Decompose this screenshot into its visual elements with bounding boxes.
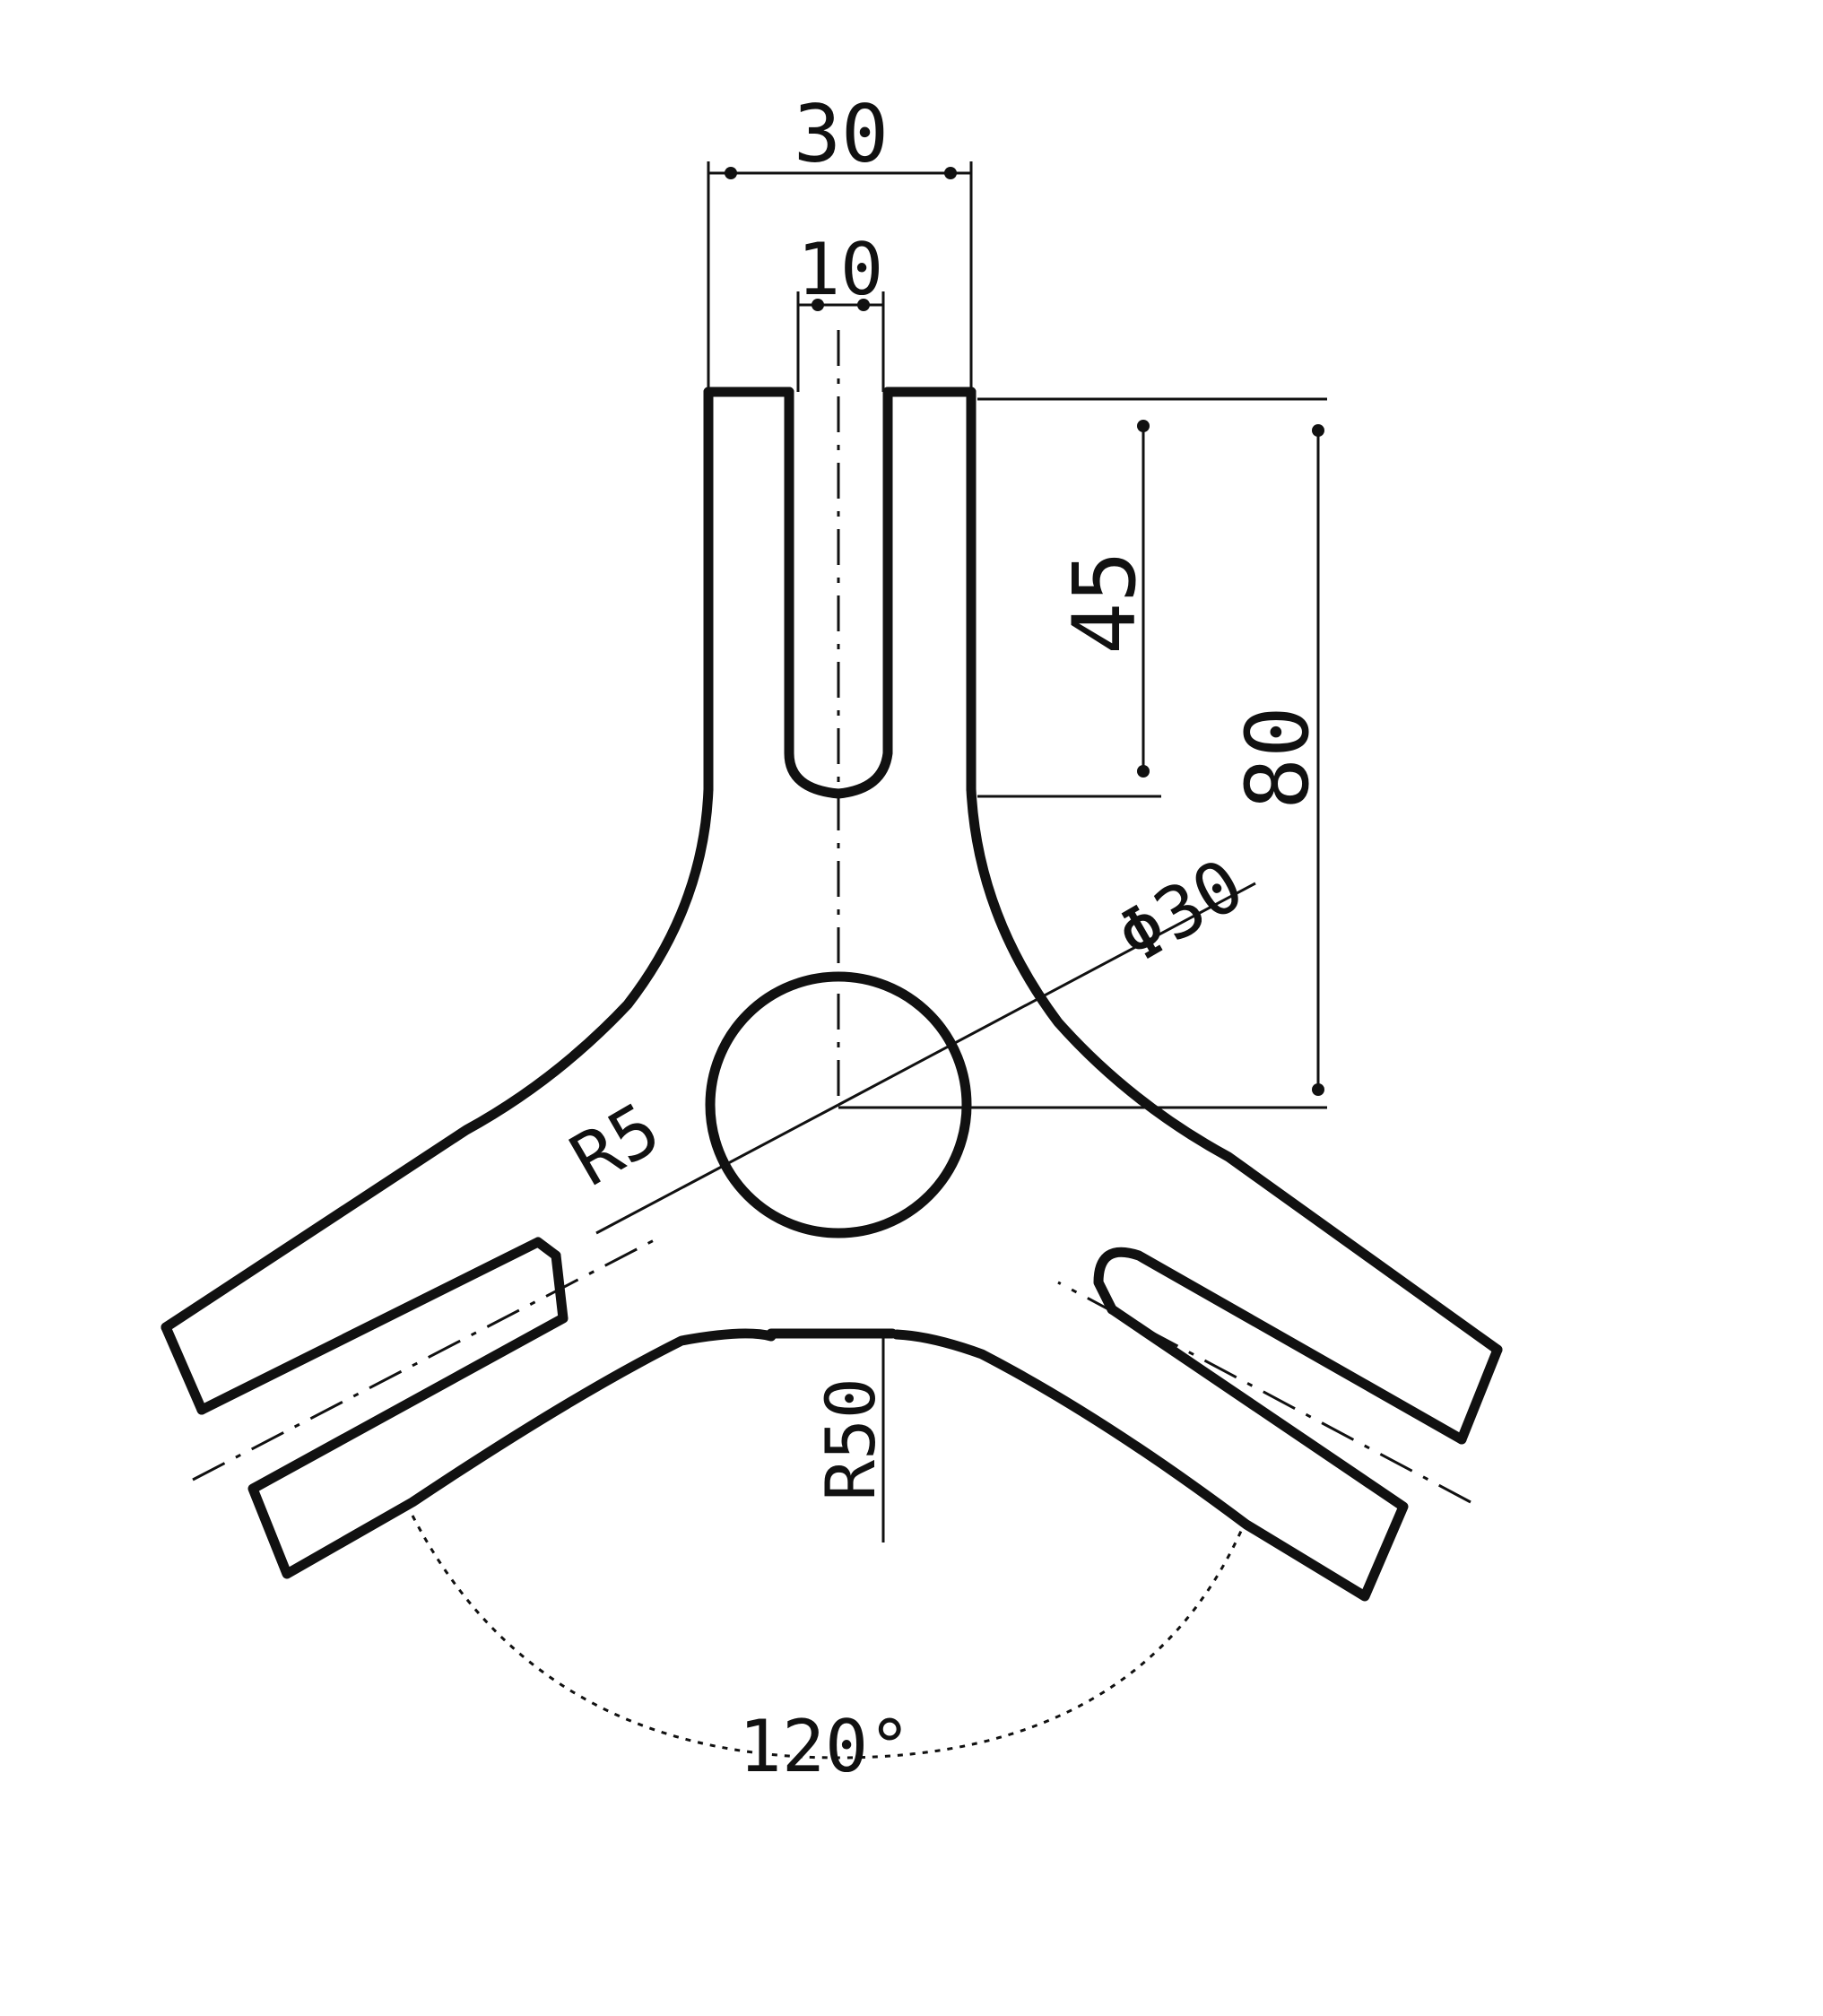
label-center-radius: R5 [557, 1087, 673, 1203]
label-hole-diameter: Φ30 [1103, 843, 1257, 980]
right-arm-upper-edge [966, 784, 1503, 1355]
arrow-ticks [725, 167, 1324, 1096]
left-arm-end [161, 1322, 207, 1415]
right-arm-end [1456, 1344, 1503, 1445]
right-arm-center-line [1057, 1281, 1471, 1504]
tick [1312, 424, 1324, 437]
slot-outline [784, 387, 893, 799]
left-arm-upper-edge [161, 784, 714, 1333]
left-arm-lower-edge [196, 1237, 561, 1415]
tick [857, 299, 870, 311]
tick [1137, 765, 1150, 778]
dim-angle-arc [411, 1515, 1244, 1760]
part-outline [161, 387, 1503, 1602]
label-stem-height: 80 [1228, 706, 1328, 810]
tick [1312, 1083, 1324, 1096]
left-arm-center-line [192, 1236, 660, 1482]
dim-r5-leader [595, 1103, 839, 1235]
right-arm-lower-edge [1093, 1247, 1467, 1445]
label-stem-width: 30 [794, 88, 889, 180]
dimension-lines [411, 161, 1327, 1760]
center-lines [192, 330, 1471, 1504]
tick [725, 167, 737, 179]
tick [1137, 420, 1150, 432]
label-slot-depth: 45 [1055, 551, 1155, 655]
tick [944, 167, 957, 179]
dim-hole-leader [838, 882, 1256, 1107]
label-slot-width: 10 [797, 228, 883, 311]
left-slot-outline [247, 1250, 777, 1579]
label-arc-radius: R50 [811, 1377, 890, 1500]
tick [812, 299, 824, 311]
label-arm-angle: 120° [739, 1705, 912, 1788]
right-slot-outline [891, 1304, 1409, 1602]
